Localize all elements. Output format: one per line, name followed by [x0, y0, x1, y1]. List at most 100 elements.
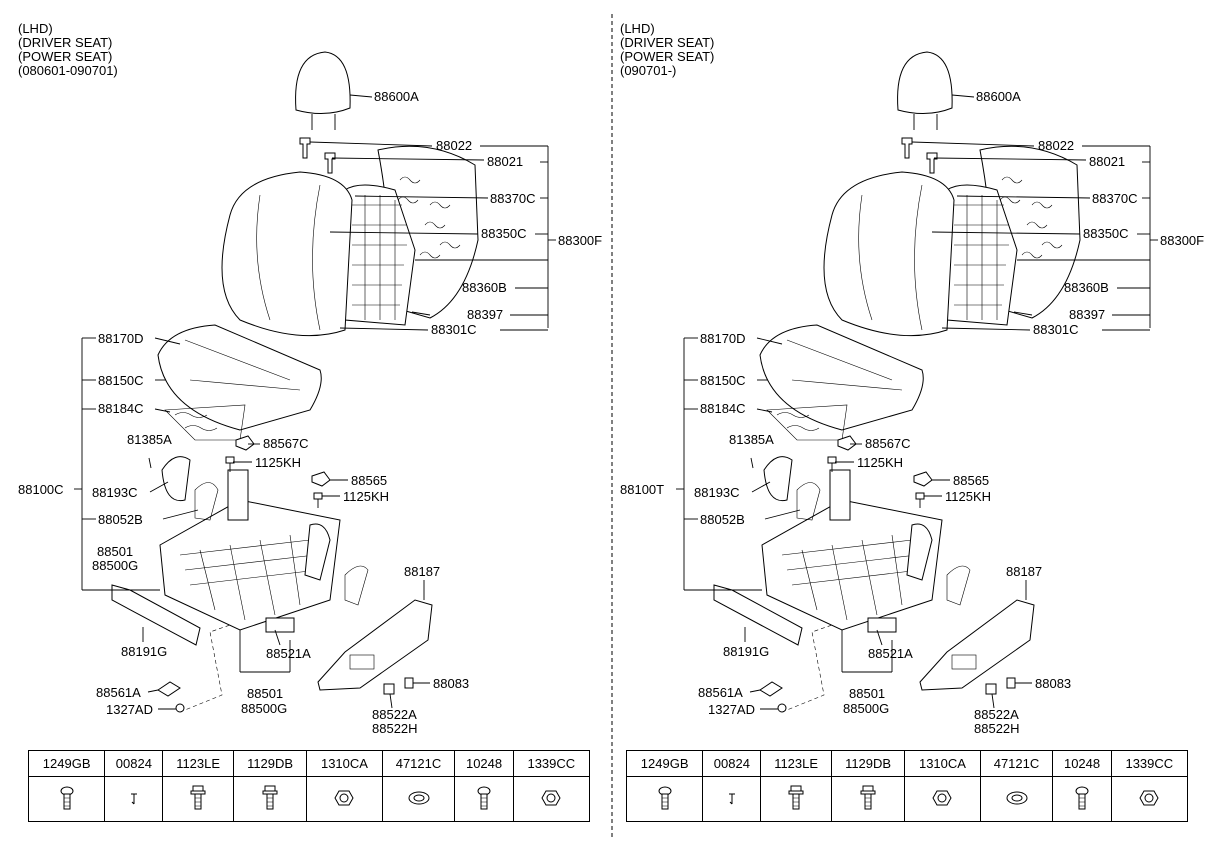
callout-88193C: 88193C — [92, 485, 138, 500]
callout-88522H: 88522H — [372, 721, 418, 736]
callout-88565: 88565 — [351, 473, 387, 488]
bracket-right — [946, 565, 971, 606]
callout-88501-b: 88501 — [247, 686, 283, 701]
part-code: 1310CA — [306, 750, 383, 777]
flange-bolt-icon — [162, 776, 234, 822]
callout-88193C: 88193C — [694, 485, 740, 500]
callout-88191G: 88191G — [723, 644, 769, 659]
part-code: 10248 — [454, 750, 514, 777]
part-code: 1123LE — [760, 750, 832, 777]
callout-88522H: 88522H — [974, 721, 1020, 736]
front-trim — [111, 584, 201, 646]
seat-track-frame — [761, 469, 943, 631]
leader-lines — [74, 94, 556, 710]
callout-88021: 88021 — [1089, 154, 1125, 169]
part-code: 1310CA — [904, 750, 981, 777]
bracket-right — [344, 565, 369, 606]
callout-88600A: 88600A — [976, 89, 1021, 104]
callout-88522A: 88522A — [974, 707, 1019, 722]
callout-88360B: 88360B — [1064, 280, 1109, 295]
knob-88522A — [383, 683, 395, 695]
callout-88187: 88187 — [1006, 564, 1042, 579]
callout-88150C: 88150C — [98, 373, 144, 388]
callout-88184C: 88184C — [700, 401, 746, 416]
callout-88500G-b: 88500G — [843, 701, 889, 716]
callout-88500G-a: 88500G — [92, 558, 138, 573]
bolt-1125KH-a — [225, 456, 235, 472]
seat-exploded-view: 88600A 88022 88021 88370C 88350C 88300F … — [18, 51, 602, 736]
nut-icon — [512, 776, 591, 822]
knob-88522A — [985, 683, 997, 695]
clip-88561A — [157, 681, 181, 697]
bolt-1125KH-b — [915, 492, 925, 508]
callout-88370C: 88370C — [490, 191, 536, 206]
callout-88301C: 88301C — [1033, 322, 1079, 337]
headrest-guide-88022 — [299, 137, 311, 159]
headrest-guide-88021 — [926, 152, 938, 174]
callout-88521A: 88521A — [266, 646, 311, 661]
seatback-cover — [823, 171, 955, 337]
pin-icon — [104, 776, 164, 822]
callout-88561A: 88561A — [698, 685, 743, 700]
callout-88600A: 88600A — [374, 89, 419, 104]
flange-bolt-icon — [830, 776, 906, 822]
headrest — [897, 51, 953, 130]
callout-88501-b: 88501 — [849, 686, 885, 701]
hardware-table: 1249GB 00824 1123LE 1129DB 1310CA 47121C… — [625, 750, 1189, 822]
nut-icon — [306, 776, 383, 822]
seatback-cover — [221, 171, 353, 337]
callout-88360B: 88360B — [462, 280, 507, 295]
bracket-88052B — [194, 482, 219, 521]
callout-1327AD: 1327AD — [708, 702, 755, 717]
part-code: 1249GB — [625, 750, 704, 777]
callout-88500G-b: 88500G — [241, 701, 287, 716]
part-code: 10248 — [1052, 750, 1112, 777]
leader-lines — [676, 94, 1158, 710]
callout-88561A: 88561A — [96, 685, 141, 700]
switch-88521A — [867, 617, 897, 633]
callout-88052B: 88052B — [98, 512, 143, 527]
nut-icon — [904, 776, 981, 822]
clip-nut-icon — [979, 776, 1054, 822]
front-trim — [713, 584, 803, 646]
callout-88350C: 88350C — [1083, 226, 1129, 241]
clip-88565 — [311, 471, 331, 487]
bolt-icon — [27, 776, 106, 822]
callout-88397: 88397 — [1069, 307, 1105, 322]
callout-88022: 88022 — [436, 138, 472, 153]
diagram-header: (LHD)(DRIVER SEAT)(POWER SEAT)(080601-09… — [18, 21, 118, 78]
callout-88170D: 88170D — [98, 331, 144, 346]
callout-88567C: 88567C — [865, 436, 911, 451]
callout-88301C: 88301C — [431, 322, 477, 337]
recliner-cover — [161, 456, 191, 502]
part-code: 00824 — [702, 750, 762, 777]
diagram-header: (LHD)(DRIVER SEAT)(POWER SEAT)(090701-) — [620, 21, 715, 78]
seatback-frame — [344, 184, 416, 326]
callout-88184C: 88184C — [98, 401, 144, 416]
seatback-frame — [946, 184, 1018, 326]
headrest-guide-88022 — [901, 137, 913, 159]
flange-bolt-icon — [760, 776, 832, 822]
callout-88567C: 88567C — [263, 436, 309, 451]
clip-88567C — [235, 435, 255, 451]
side-shield — [317, 599, 433, 691]
callout-88150C: 88150C — [700, 373, 746, 388]
clip-88561A — [759, 681, 783, 697]
callout-88022: 88022 — [1038, 138, 1074, 153]
callout-88021: 88021 — [487, 154, 523, 169]
clip-88567C — [837, 435, 857, 451]
callout-88521A: 88521A — [868, 646, 913, 661]
recliner-cover — [763, 456, 793, 502]
screw-icon — [1052, 776, 1112, 822]
seat-cushion — [759, 324, 924, 431]
bolt-icon — [625, 776, 704, 822]
bracket-88052B — [796, 482, 821, 521]
seat-track-frame — [159, 469, 341, 631]
callout-88350C: 88350C — [481, 226, 527, 241]
callout-88397: 88397 — [467, 307, 503, 322]
part-code: 1123LE — [162, 750, 234, 777]
part-code: 1339CC — [1110, 750, 1189, 777]
callout-88370C: 88370C — [1092, 191, 1138, 206]
